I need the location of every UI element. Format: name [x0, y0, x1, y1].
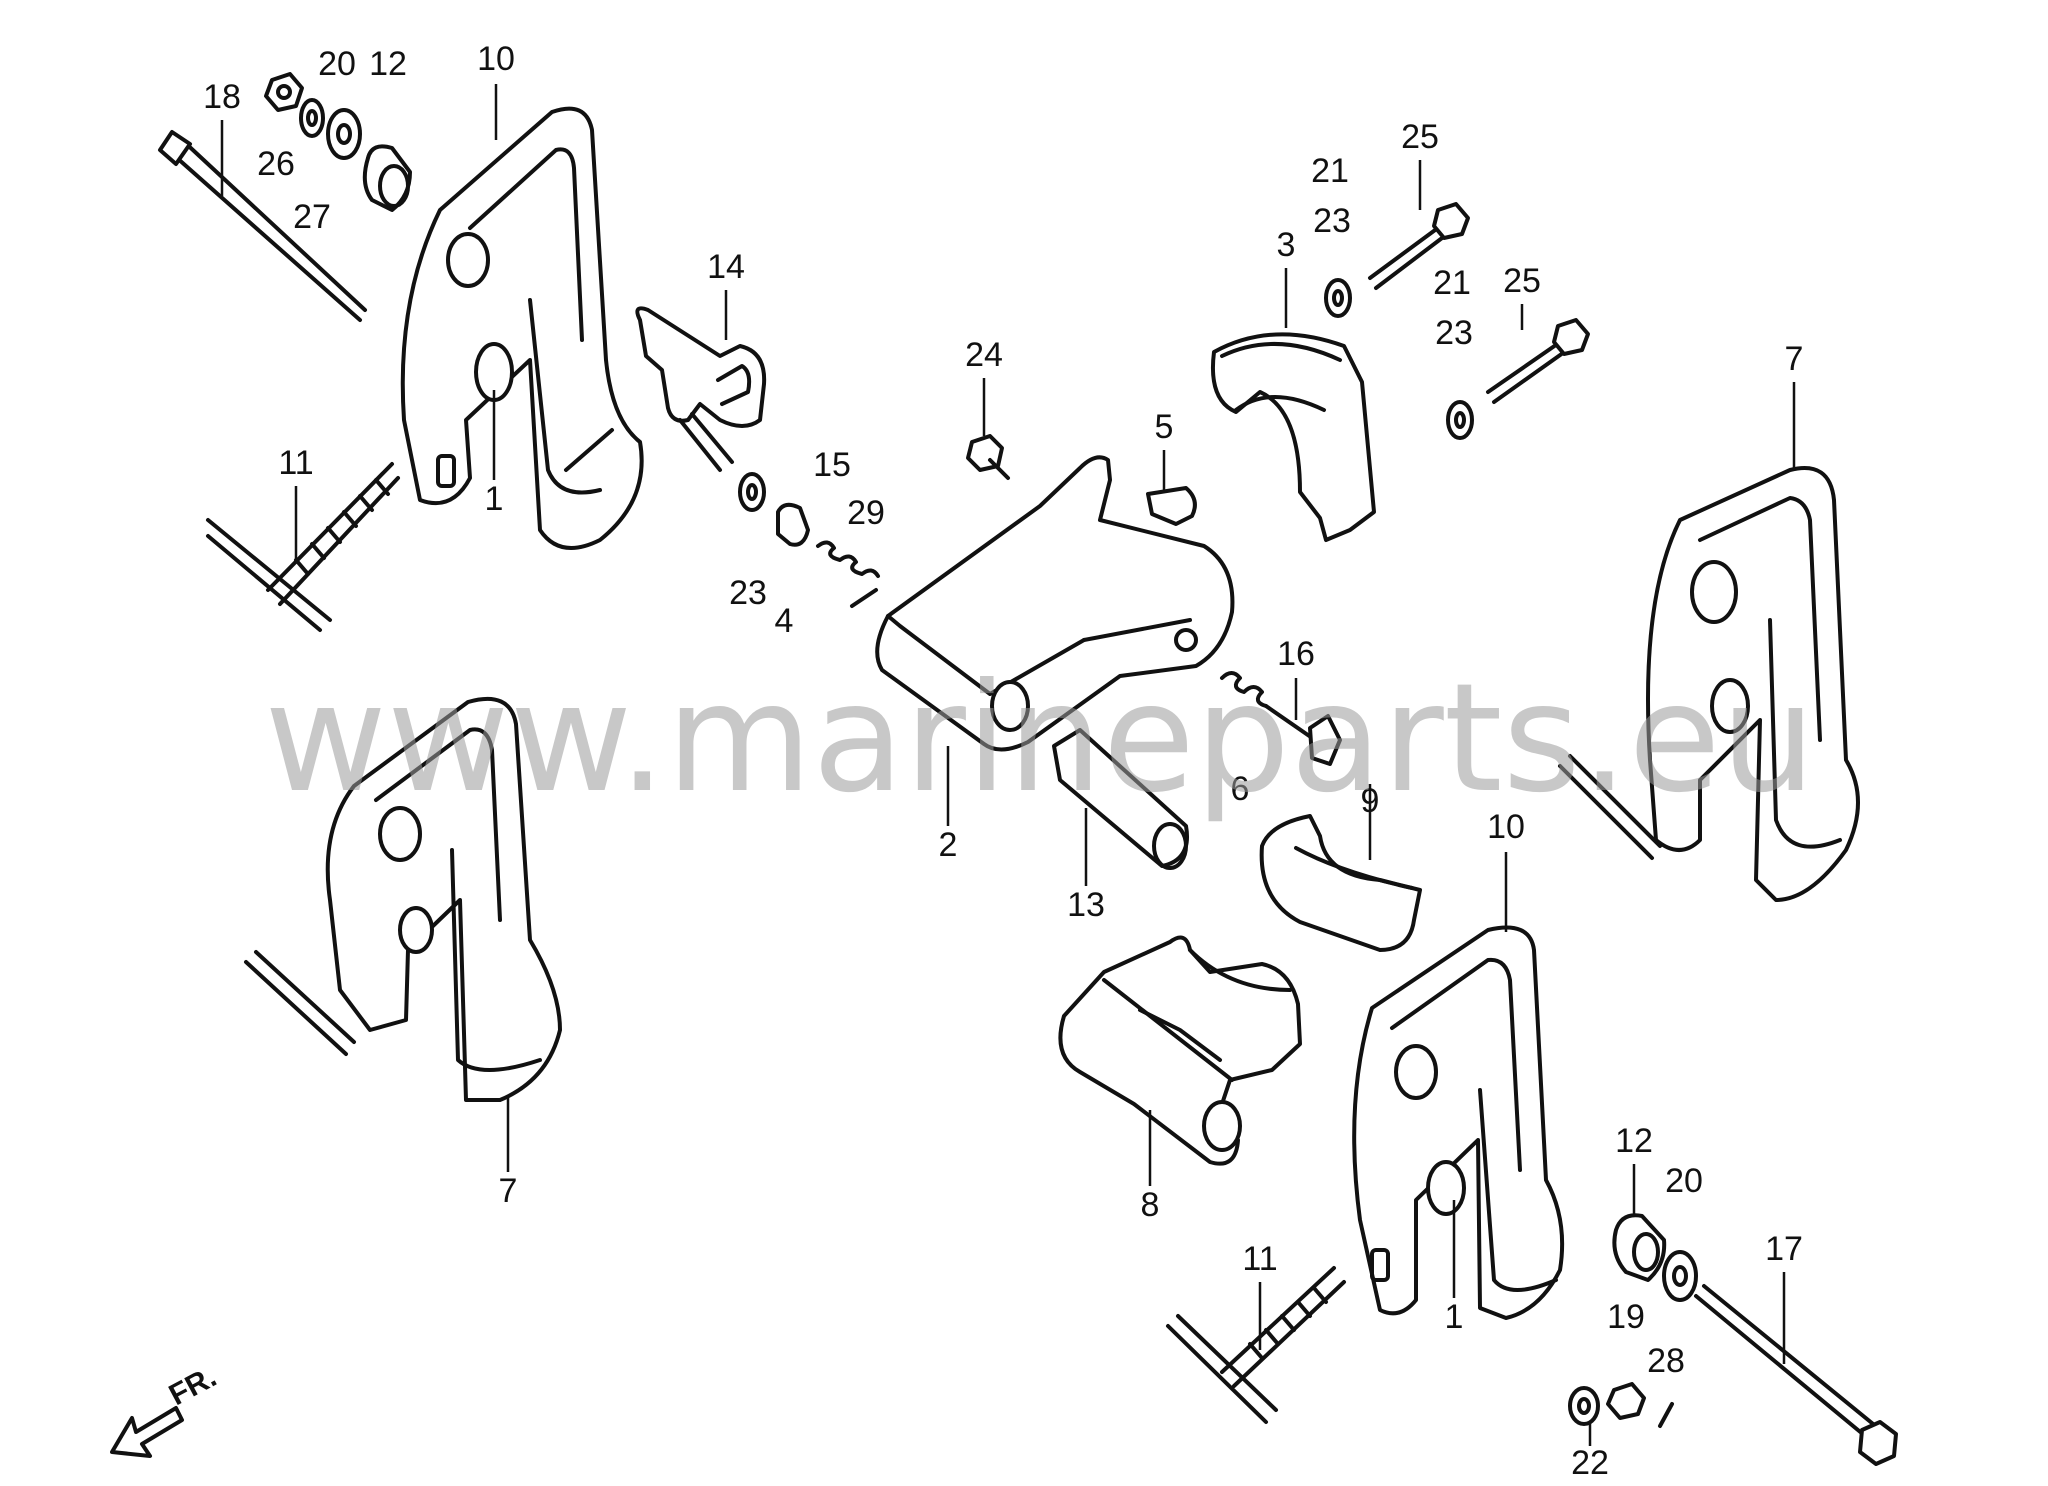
part-2-swivel-case: [875, 455, 1235, 752]
part-7-clamp-bracket-right: [1558, 466, 1860, 902]
callout-c11b: 11: [1242, 1240, 1277, 1278]
front-label: FR.: [164, 1360, 222, 1412]
callout-c20a: 20: [318, 45, 356, 83]
part-3-upper-clamp: [1211, 332, 1376, 542]
part-11-thumb-screw-lower: [1166, 1266, 1346, 1424]
callout-c17: 17: [1765, 1230, 1803, 1268]
part-4-collar: [776, 502, 810, 547]
part-19-nut: [1606, 1382, 1646, 1420]
callout-c10b: 10: [1487, 808, 1525, 846]
part-15-spring: [816, 540, 880, 578]
part-25-bolt-a: [1368, 202, 1470, 290]
part-23-nut-a: [738, 472, 766, 512]
part-9-rubber-mount: [1259, 814, 1422, 952]
callout-c6: 6: [1231, 770, 1250, 808]
part-10-clamp-bracket-lower: [1352, 925, 1565, 1320]
part-20-washer-lower: [1662, 1250, 1698, 1302]
callout-c23c: 23: [1435, 314, 1473, 352]
callout-c23b: 23: [1313, 202, 1351, 240]
part-23-nut-c: [1446, 400, 1474, 440]
callout-c4: 4: [775, 602, 794, 640]
part-18-long-bolt: [158, 130, 367, 322]
callout-c21a: 21: [1311, 152, 1349, 190]
part-26-nut: [264, 72, 304, 112]
part-24-bolt: [966, 434, 1010, 480]
callout-c25a: 25: [1401, 118, 1439, 156]
callout-c7b: 7: [499, 1172, 518, 1210]
callout-c1b: 1: [1445, 1298, 1464, 1336]
callout-c15: 15: [813, 446, 851, 484]
part-22-washer: [1568, 1386, 1600, 1426]
callout-c8: 8: [1141, 1186, 1160, 1224]
callout-c12b: 12: [1615, 1122, 1653, 1160]
part-29-pin: [850, 588, 878, 608]
part-25-bolt-b: [1486, 318, 1590, 404]
callout-c14: 14: [707, 248, 745, 286]
callout-c22: 22: [1571, 1444, 1609, 1482]
callout-c28: 28: [1647, 1342, 1685, 1380]
part-5-stopper: [1146, 486, 1197, 526]
callout-c27: 27: [293, 198, 331, 236]
callout-c13: 13: [1067, 886, 1105, 924]
part-12-bushing: [362, 144, 412, 212]
callout-c20b: 20: [1665, 1162, 1703, 1200]
part-28-pin: [1658, 1402, 1674, 1428]
part-6-spring: [1220, 671, 1268, 708]
callout-c12a: 12: [369, 45, 407, 83]
part-14-lever: [635, 306, 767, 472]
leader-lines: [220, 84, 1796, 1446]
part-11-thumb-screw-upper: [206, 462, 400, 632]
callout-c29: 29: [847, 494, 885, 532]
callout-c19: 19: [1607, 1298, 1645, 1336]
part-16-screw: [1264, 704, 1342, 766]
part-17-long-bolt: [1694, 1284, 1898, 1466]
part-20-washer: [326, 108, 362, 160]
callout-c24: 24: [965, 336, 1003, 374]
callout-c3: 3: [1277, 226, 1296, 264]
callout-c11a: 11: [278, 444, 313, 482]
part-8-stern-bracket: [1058, 935, 1302, 1166]
part-13-tube: [1052, 728, 1189, 870]
callout-c5: 5: [1155, 408, 1174, 446]
part-23-nut-b: [1324, 278, 1352, 318]
callout-c26: 26: [257, 145, 295, 183]
callout-c10a: 10: [477, 40, 515, 78]
part-7-clamp-bracket-lower-left: [244, 696, 562, 1102]
watermark-text: www.marineparts.eu: [264, 652, 1816, 826]
callout-c1a: 1: [485, 480, 504, 518]
callout-c16: 16: [1277, 635, 1315, 673]
part-10-clamp-bracket-upper: [400, 106, 644, 550]
callout-c18a: 18: [203, 78, 241, 116]
front-direction-arrow: FR.: [110, 1360, 222, 1458]
part-12-bushing-lower: [1612, 1213, 1667, 1282]
callout-c7a: 7: [1785, 340, 1804, 378]
callout-c21b: 21: [1433, 264, 1471, 302]
part-27-washer: [299, 98, 325, 138]
callout-c9: 9: [1361, 782, 1380, 820]
callout-c23a: 23: [729, 574, 767, 612]
callout-c25b: 25: [1503, 262, 1541, 300]
callout-c2: 2: [939, 826, 958, 864]
